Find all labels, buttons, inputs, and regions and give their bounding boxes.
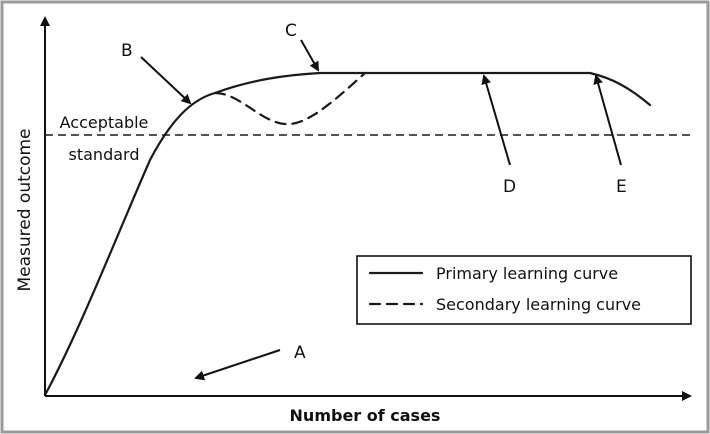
legend-box	[356, 255, 692, 325]
point-label-b: B	[121, 41, 133, 61]
y-axis-label: Measured outcome	[15, 128, 35, 291]
pointer-arrow-a	[194, 349, 281, 381]
point-label-a: A	[294, 343, 306, 363]
legend-primary-label: Primary learning curve	[436, 264, 618, 283]
point-label-e: E	[616, 177, 627, 197]
acceptable-standard-label-line1: Acceptable	[60, 113, 149, 132]
pointer-arrow-b	[140, 56, 192, 105]
x-axis-label: Number of cases	[290, 406, 441, 425]
point-label-d: D	[503, 177, 516, 197]
legend: Primary learning curve Secondary learnin…	[356, 255, 692, 325]
pointer-arrow-d	[481, 74, 511, 166]
secondary-learning-curve	[213, 71, 367, 126]
pointer-arrow-e	[593, 74, 622, 166]
legend-secondary-label: Secondary learning curve	[436, 295, 641, 314]
acceptable-standard-label-line2: standard	[69, 145, 140, 164]
point-label-c: C	[285, 21, 297, 41]
pointer-arrow-c	[300, 39, 319, 72]
